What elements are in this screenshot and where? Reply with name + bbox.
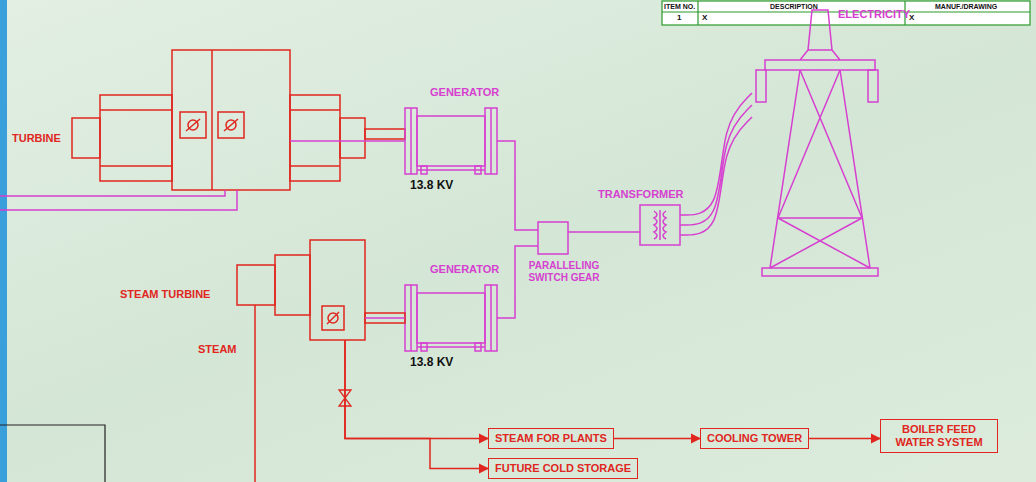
table-cell: 1 — [677, 13, 681, 23]
wire-connector — [568, 231, 640, 233]
node-label: TURBINE — [12, 132, 61, 145]
slide-bar — [0, 0, 7, 482]
node-label: FUTURE COLD STORAGE — [495, 462, 631, 475]
flow-arrow — [345, 340, 488, 469]
wire-connector — [680, 93, 752, 235]
steam-line — [254, 305, 256, 482]
transformer-symbol — [640, 205, 680, 245]
table-cell: X — [909, 13, 914, 23]
table-cell: X — [702, 13, 707, 23]
flow-arrow — [614, 438, 700, 440]
equipment-node: GENERATOR13.8 KV — [405, 108, 497, 174]
generator-drawing — [405, 285, 497, 351]
voltage-label: 13.8 KV — [410, 178, 453, 192]
fuel-lines — [0, 190, 237, 210]
process-box: FUTURE COLD STORAGE — [488, 458, 638, 479]
equipment-node: TURBINE — [172, 50, 290, 190]
process-box: BOILER FEED WATER SYSTEM — [880, 419, 998, 453]
wire-connector — [290, 140, 405, 142]
equipment-node: STEAM TURBINE — [310, 240, 365, 340]
equipment-node: TRANSFORMER — [640, 205, 680, 245]
title-table — [662, 1, 1030, 25]
node-label: GENERATOR — [430, 86, 499, 99]
flow-arrow — [809, 438, 880, 440]
transmission-tower — [756, 10, 878, 276]
node-label: STEAM TURBINE — [120, 288, 210, 301]
table-cell: DESCRIPTION — [770, 2, 818, 11]
node-label: TRANSFORMER — [598, 188, 684, 201]
flow-arrow — [345, 340, 488, 439]
table-cell: ITEM NO. — [664, 2, 695, 11]
switchgear-symbol — [538, 222, 568, 254]
wire-connector — [497, 141, 538, 230]
voltage-label: 13.8 KV — [410, 355, 453, 369]
wire-connector — [365, 317, 405, 319]
node-label: BOILER FEED WATER SYSTEM — [887, 423, 991, 449]
table-cell: MANUF./DRAWING — [935, 2, 997, 11]
equipment-node: PARALLELING SWITCH GEAR — [538, 222, 568, 254]
process-box: COOLING TOWER — [700, 428, 809, 449]
node-label: ELECTRICITY — [838, 8, 910, 21]
node-label: COOLING TOWER — [707, 432, 802, 445]
node-label: STEAM FOR PLANTS — [495, 432, 607, 445]
outline-box — [0, 425, 105, 482]
gas-turbine-drawing — [72, 50, 405, 190]
generator-drawing — [405, 108, 497, 174]
node-label: PARALLELING SWITCH GEAR — [524, 260, 604, 284]
equipment-node: GENERATOR13.8 KV — [405, 285, 497, 351]
equipment-node: ELECTRICITY — [752, 5, 902, 277]
line-label: STEAM — [198, 343, 237, 356]
process-box: STEAM FOR PLANTS — [488, 428, 614, 449]
node-label: GENERATOR — [430, 263, 499, 276]
steam-turbine-drawing — [237, 240, 405, 340]
